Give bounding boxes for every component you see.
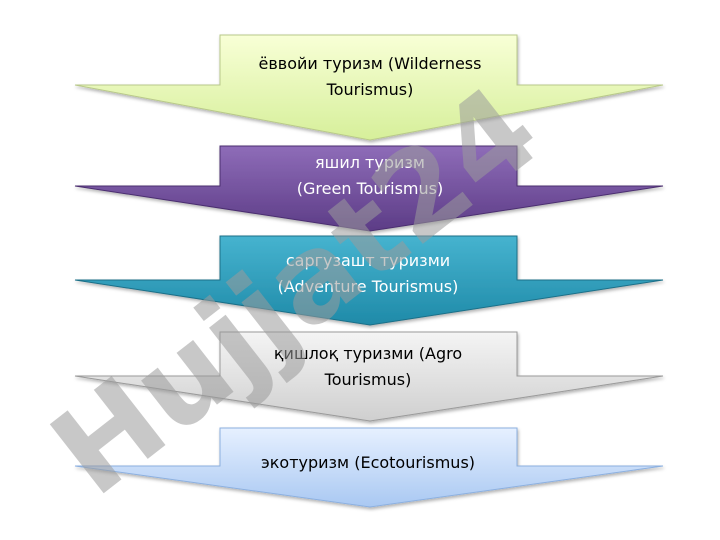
- arrow-adventure-label-line1: саргузашт туризми: [286, 251, 450, 270]
- arrow-eco-label: экотуризм (Ecotourismus): [261, 453, 475, 472]
- arrow-green-label-line1: яшил туризм: [315, 153, 425, 172]
- arrow-agro-label-line2: Tourismus): [324, 370, 412, 389]
- arrow-wilderness-label-line2: Tourismus): [326, 80, 414, 99]
- arrow-adventure: саргузашт туризми (Adventure Tourismus): [74, 235, 664, 326]
- arrow-green: яшил туризм (Green Tourismus): [74, 145, 664, 232]
- arrow-adventure-label-line2: (Adventure Tourismus): [278, 277, 459, 296]
- arrow-agro-label-line1: қишлоқ туризми (Agro: [274, 344, 462, 363]
- arrow-wilderness-label-line1: ёввойи туризм (Wilderness: [259, 54, 482, 73]
- arrow-eco: экотуризм (Ecotourismus): [74, 427, 664, 508]
- arrow-agro: қишлоқ туризми (Agro Tourismus): [74, 331, 664, 422]
- arrow-wilderness: ёввойи туризм (Wilderness Tourismus): [74, 34, 664, 141]
- arrow-green-label-line2: (Green Tourismus): [297, 179, 443, 198]
